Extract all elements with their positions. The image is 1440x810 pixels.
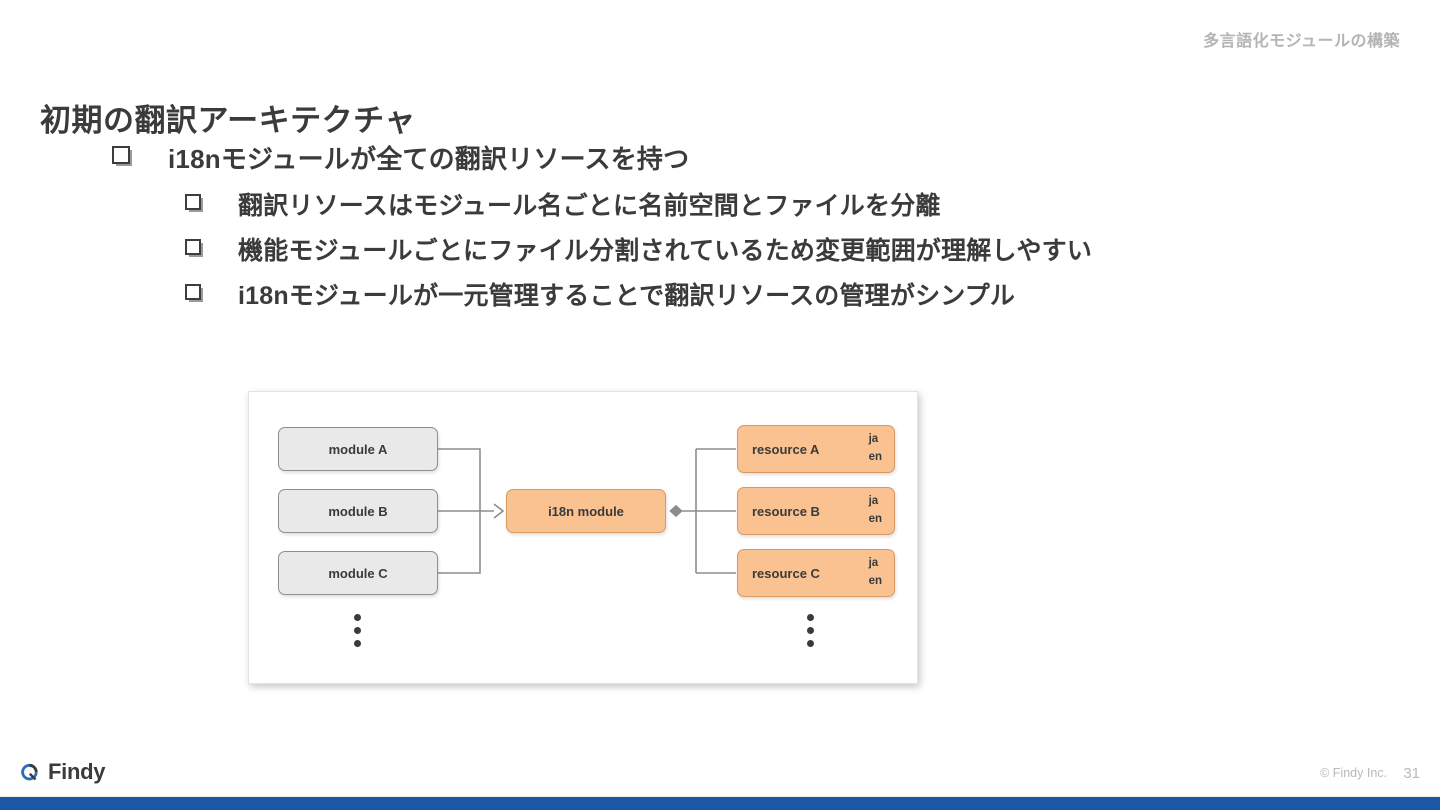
node-label: module A bbox=[328, 441, 388, 457]
diamond-connector-icon bbox=[669, 504, 683, 518]
diagram-node-resource-b: resource B ja en bbox=[737, 487, 895, 535]
arrow-head-icon bbox=[493, 503, 505, 519]
list-item: 翻訳リソースはモジュール名ごとに名前空間とファイルを分離 bbox=[185, 190, 1400, 224]
vertical-ellipsis-icon-right bbox=[807, 614, 814, 647]
diagram-connectors bbox=[438, 448, 736, 574]
resource-languages: ja en bbox=[869, 555, 882, 591]
node-label: module C bbox=[328, 565, 388, 581]
architecture-diagram: module A module B module C i18n module r… bbox=[248, 391, 918, 684]
list-item-label: 機能モジュールごとにファイル分割されているため変更範囲が理解しやすい bbox=[238, 236, 1093, 265]
hollow-square-bullet-icon bbox=[185, 283, 238, 300]
node-label: i18n module bbox=[548, 503, 624, 519]
language-ja: ja bbox=[868, 495, 879, 508]
node-label: module B bbox=[328, 503, 388, 519]
hollow-square-bullet-icon bbox=[185, 194, 238, 211]
vertical-ellipsis-icon-left bbox=[354, 614, 361, 647]
brand-name: Findy bbox=[48, 759, 106, 784]
list-item: 機能モジュールごとにファイル分割されているため変更範囲が理解しやすい bbox=[185, 235, 1400, 269]
language-en: en bbox=[868, 575, 882, 587]
diagram-node-i18n-module: i18n module bbox=[506, 489, 666, 533]
footer-accent-bar bbox=[0, 797, 1440, 810]
hollow-square-bullet-icon bbox=[185, 238, 238, 255]
brand-logo: Findy bbox=[18, 759, 105, 785]
list-item-label: i18nモジュールが全ての翻訳リソースを持つ bbox=[168, 144, 690, 174]
language-ja: ja bbox=[868, 433, 879, 446]
diagram-node-module-b: module B bbox=[278, 489, 438, 533]
list-item: i18nモジュールが一元管理することで翻訳リソースの管理がシンプル bbox=[185, 280, 1400, 314]
language-ja: ja bbox=[868, 557, 879, 570]
resource-languages: ja en bbox=[869, 493, 882, 529]
page-number: 31 bbox=[1403, 765, 1420, 782]
language-en: en bbox=[868, 513, 882, 525]
slide-section-label: 多言語化モジュールの構築 bbox=[1203, 33, 1400, 50]
node-label: resource A bbox=[752, 441, 820, 457]
resource-languages: ja en bbox=[869, 431, 882, 467]
hollow-square-bullet-icon bbox=[112, 146, 168, 164]
diagram-node-module-c: module C bbox=[278, 551, 438, 595]
page-title: 初期の翻訳アーキテクチャ bbox=[40, 102, 416, 138]
node-label: resource C bbox=[752, 565, 820, 581]
list-item-label: 翻訳リソースはモジュール名ごとに名前空間とファイルを分離 bbox=[238, 192, 941, 221]
language-en: en bbox=[868, 451, 882, 463]
list-item-label: i18nモジュールが一元管理することで翻訳リソースの管理がシンプル bbox=[238, 281, 1016, 310]
node-label: resource B bbox=[752, 503, 820, 519]
footer-divider bbox=[0, 796, 1440, 797]
copyright-text: © Findy Inc. bbox=[1320, 766, 1387, 780]
list-item: i18nモジュールが全ての翻訳リソースを持つ bbox=[112, 142, 1400, 177]
diagram-node-module-a: module A bbox=[278, 427, 438, 471]
diagram-node-resource-c: resource C ja en bbox=[737, 549, 895, 597]
bullet-list: i18nモジュールが全ての翻訳リソースを持つ 翻訳リソースはモジュール名ごとに名… bbox=[40, 142, 1400, 324]
findy-swoosh-icon bbox=[21, 763, 38, 780]
diagram-node-resource-a: resource A ja en bbox=[737, 425, 895, 473]
